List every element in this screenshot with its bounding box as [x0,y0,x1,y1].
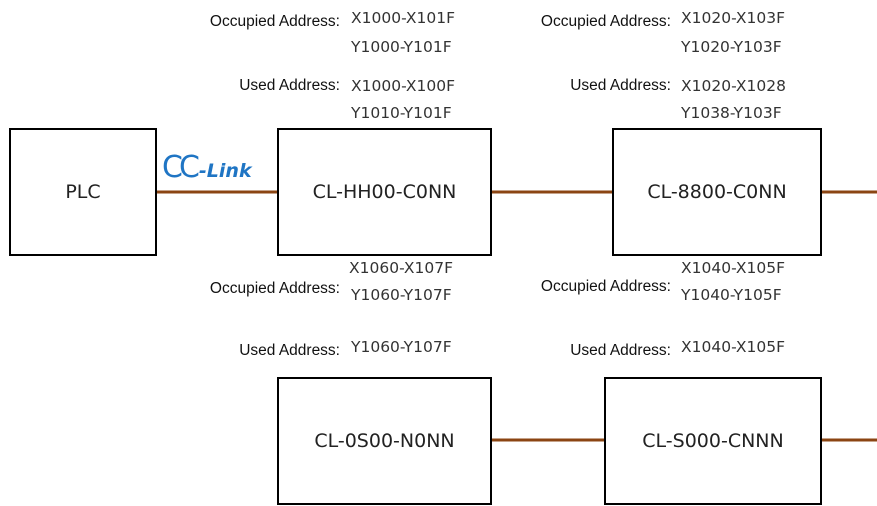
s000-label: CL-S000-CNNN [642,430,784,452]
8800-occupied-x: X1020-X103F [681,9,786,27]
plc-label: PLC [65,181,101,203]
s000-occupied-x: X1040-X105F [681,259,786,277]
hh00-box: CL-HH00-C0NN [277,128,492,256]
os00-occupied-y: Y1060-Y107F [351,286,452,304]
plc-box: PLC [9,128,157,256]
s000-occupied-label: Occupied Address: [540,278,671,295]
8800-used-x: X1020-X1028 [681,77,786,95]
os00-used-label: Used Address: [239,342,340,359]
hh00-used-y: Y1010-Y101F [351,104,452,122]
hh00-occupied-x: X1000-X101F [351,9,456,27]
8800-used-label: Used Address: [570,77,671,94]
os00-used-y: Y1060-Y107F [351,338,452,356]
hh00-used-label: Used Address: [239,77,340,94]
os00-label: CL-0S00-N0NN [314,430,455,452]
s000-used-label: Used Address: [570,342,671,359]
cc-link-logo: CC-Link [162,150,252,185]
8800-box: CL-8800-C0NN [612,128,822,256]
link-logo-text: -Link [198,160,252,182]
8800-occupied-label: Occupied Address: [540,13,671,30]
8800-label: CL-8800-C0NN [647,181,787,203]
hh00-used-x: X1000-X100F [351,77,456,95]
os00-box: CL-0S00-N0NN [277,377,492,505]
8800-used-y: Y1038-Y103F [681,104,782,122]
hh00-occupied-y: Y1000-Y101F [351,38,452,56]
8800-occupied-y: Y1020-Y103F [681,38,782,56]
os00-occupied-x: X1060-X107F [349,259,454,277]
s000-box: CL-S000-CNNN [604,377,822,505]
cc-logo-text: CC [162,150,200,185]
s000-occupied-y: Y1040-Y105F [681,286,782,304]
hh00-label: CL-HH00-C0NN [312,181,457,203]
os00-occupied-label: Occupied Address: [209,280,340,297]
hh00-occupied-label: Occupied Address: [209,13,340,30]
s000-used-x: X1040-X105F [681,338,786,356]
